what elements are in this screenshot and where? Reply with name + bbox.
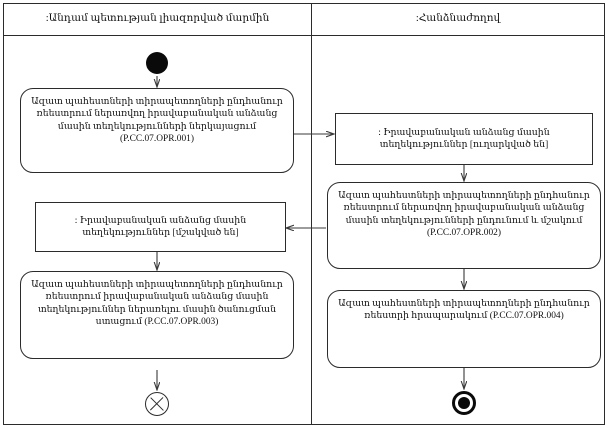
swimlane-title-commission: :Հանձնաժողով (415, 13, 501, 24)
action-node-opr-004[interactable]: Ազատ պահեստների տիրապետողների ընդհանուր … (327, 290, 601, 368)
object-node-info-sent-label: : Իրավաբանական անձանց մասին տեղեկություն… (378, 127, 550, 150)
action-node-opr-004-label: Ազատ պահեստների տիրապետողների ընդհանուր … (338, 299, 590, 322)
swimlane-divider (311, 3, 312, 425)
action-node-opr-001[interactable]: Ազատ պահեստների տիրապետողների ընդհանուր … (20, 88, 294, 173)
action-node-opr-001-label: Ազատ պահեստների տիրապետողների ընդհանուր … (31, 97, 283, 145)
action-node-opr-002[interactable]: Ազատ պահեստների տիրապետողների ընդհանուր … (327, 182, 601, 269)
flow-final-node (145, 392, 169, 416)
activity-final-node (452, 391, 476, 415)
object-node-info-sent[interactable]: : Իրավաբանական անձանց մասին տեղեկություն… (335, 113, 593, 165)
action-node-opr-003[interactable]: Ազատ պահեստների տիրապետողների ընդհանուր … (20, 271, 294, 359)
action-node-opr-003-label: Ազատ պահեստների տիրապետողների ընդհանուր … (31, 280, 283, 328)
action-node-opr-002-label: Ազատ պահեստների տիրապետողների ընդհանուր … (338, 191, 590, 239)
initial-node (146, 52, 168, 74)
object-node-info-processed-label: : Իրավաբանական անձանց մասին տեղեկություն… (74, 215, 247, 238)
object-node-info-processed[interactable]: : Իրավաբանական անձանց մասին տեղեկություն… (35, 202, 286, 252)
swimlane-header-rule (3, 35, 605, 36)
swimlane-title-member-state: :Անդամ պետության լիազորված մարմին (45, 13, 270, 24)
swimlane-frame (3, 3, 605, 425)
